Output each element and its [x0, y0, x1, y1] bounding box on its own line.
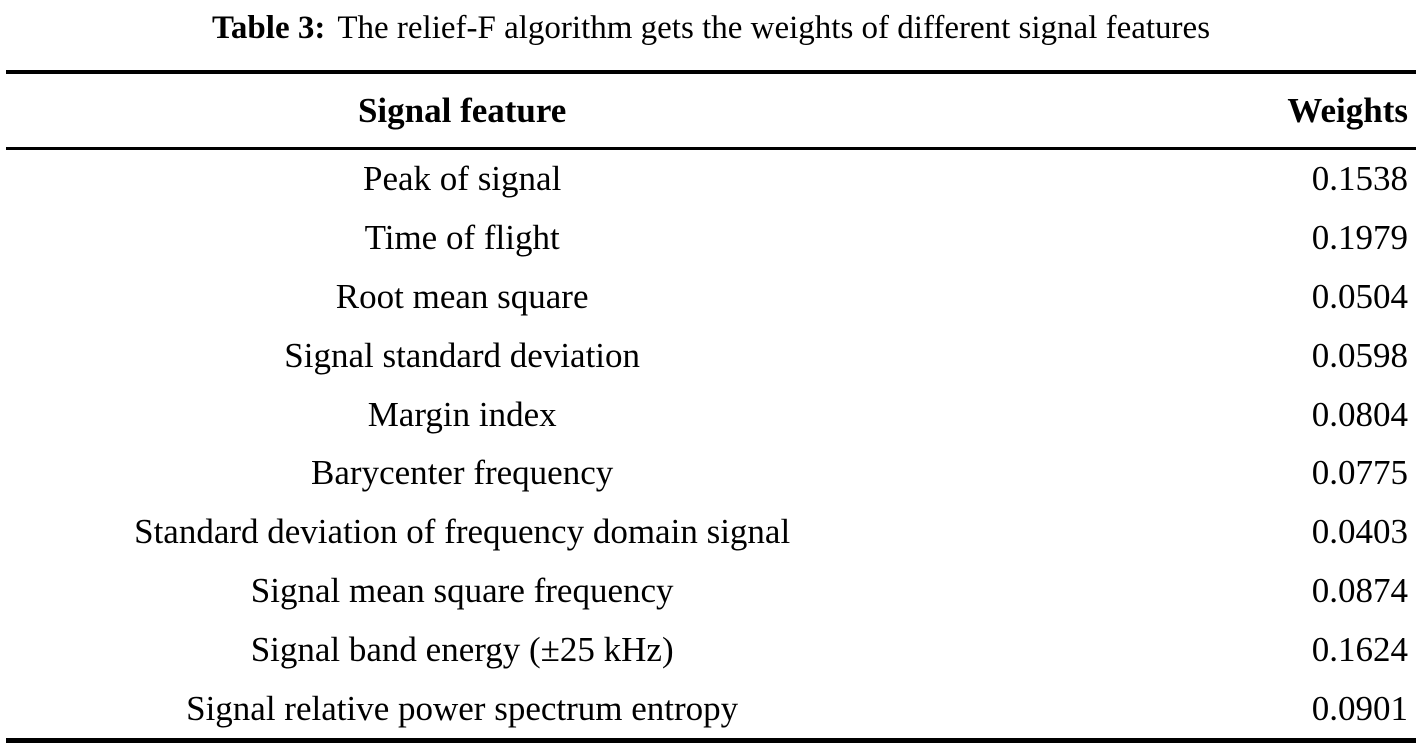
top-rule	[6, 70, 1416, 74]
weight-cell: 0.1538	[1311, 159, 1408, 199]
table-row: Signal standard deviation 0.0598	[0, 326, 1422, 385]
table-row: Time of flight 0.1979	[0, 209, 1422, 268]
feature-cell: Signal standard deviation	[284, 335, 641, 375]
weight-cell: 0.0804	[1311, 394, 1408, 434]
feature-cell: Time of flight	[364, 218, 560, 258]
feature-cell: Signal band energy (±25 kHz)	[250, 629, 674, 669]
bottom-rule	[6, 738, 1416, 743]
feature-cell: Barycenter frequency	[311, 453, 614, 493]
table-row: Margin index 0.0804	[0, 385, 1422, 444]
column-header-weights: Weights	[1287, 90, 1408, 130]
weight-cell: 0.1979	[1311, 218, 1408, 258]
feature-cell: Signal relative power spectrum entropy	[186, 688, 739, 728]
table-row: Signal mean square frequency 0.0874	[0, 562, 1422, 621]
feature-cell: Standard deviation of frequency domain s…	[134, 512, 791, 552]
feature-cell: Peak of signal	[363, 159, 562, 199]
caption-text: The relief-F algorithm gets the weights …	[337, 10, 1211, 46]
table-row: Standard deviation of frequency domain s…	[0, 503, 1422, 562]
table-caption: Table 3: The relief-F algorithm gets the …	[0, 0, 1422, 70]
weight-cell: 0.0598	[1311, 335, 1408, 375]
feature-cell: Margin index	[367, 394, 557, 434]
table-header-row: Signal feature Weights	[0, 74, 1422, 147]
weight-cell: 0.0504	[1311, 276, 1408, 316]
weight-cell: 0.0403	[1311, 512, 1408, 552]
table-row: Peak of signal 0.1538	[0, 150, 1422, 209]
weight-cell: 0.0874	[1311, 570, 1408, 610]
column-header-feature: Signal feature	[357, 90, 567, 130]
table-row: Signal band energy (±25 kHz) 0.1624	[0, 620, 1422, 679]
feature-cell: Signal mean square frequency	[250, 570, 674, 610]
feature-cell: Root mean square	[335, 276, 589, 316]
weight-cell: 0.0901	[1311, 688, 1408, 728]
weight-cell: 0.1624	[1311, 629, 1408, 669]
weight-cell: 0.0775	[1311, 453, 1408, 493]
table-row: Signal relative power spectrum entropy 0…	[0, 679, 1422, 738]
table-row: Barycenter frequency 0.0775	[0, 444, 1422, 503]
table-row: Root mean square 0.0504	[0, 268, 1422, 327]
caption-label: Table 3:	[211, 10, 326, 46]
header-rule	[6, 147, 1416, 150]
table-body: Peak of signal 0.1538 Time of flight 0.1…	[0, 150, 1422, 738]
